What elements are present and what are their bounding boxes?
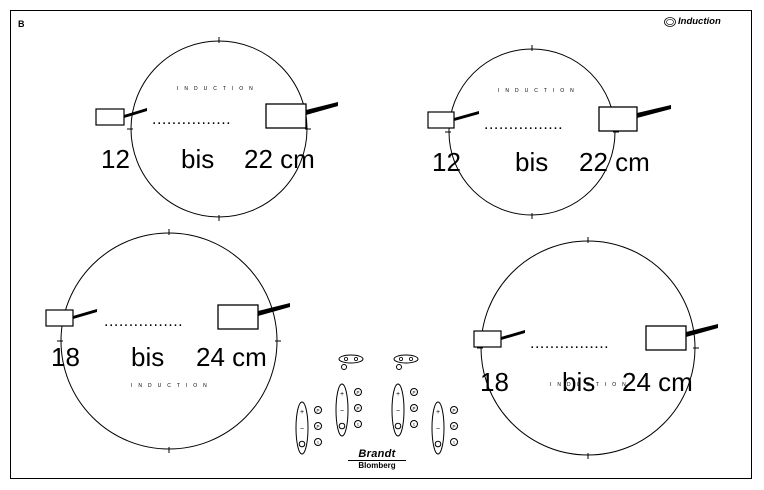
- induction-brand-label: Induction: [678, 16, 721, 27]
- size-word: bis: [131, 342, 165, 372]
- svg-text:P: P: [356, 390, 359, 395]
- svg-text:P: P: [452, 424, 455, 429]
- svg-text:t: t: [453, 440, 455, 445]
- svg-text:t: t: [317, 440, 319, 445]
- svg-text:−: −: [436, 426, 440, 433]
- svg-text:P: P: [412, 390, 415, 395]
- svg-text:t: t: [413, 422, 415, 427]
- brand-logo-line1: Brandt: [358, 448, 396, 460]
- size-max: 22 cm: [244, 144, 315, 174]
- size-min: 18: [51, 342, 80, 372]
- small-pan-icon: [427, 111, 479, 129]
- svg-text:P: P: [412, 406, 415, 411]
- zone-induction-label: INDUCTION: [131, 383, 213, 389]
- size-word: bis: [562, 367, 596, 397]
- svg-text:−: −: [396, 408, 400, 415]
- size-min: 18: [480, 367, 509, 397]
- svg-text:t: t: [357, 422, 359, 427]
- size-range-dots: ................: [530, 335, 610, 352]
- size-word: bis: [515, 147, 549, 177]
- large-pan-icon: [645, 324, 718, 351]
- zone-slider-control[interactable]: + − P P t: [334, 382, 366, 438]
- large-pan-icon: [265, 102, 338, 129]
- zone-slider-control[interactable]: + − P P t: [294, 400, 326, 456]
- small-pan-icon: [95, 108, 147, 126]
- zone-induction-label: INDUCTION: [498, 88, 580, 94]
- key-lock-icon: [338, 354, 364, 370]
- key-lock-icon: [393, 354, 419, 370]
- zone-ring: [127, 37, 311, 221]
- size-range-dots: ................: [152, 111, 232, 128]
- svg-text:−: −: [340, 408, 344, 415]
- zone-ring: [445, 45, 619, 219]
- size-max: 24 cm: [196, 342, 267, 372]
- small-pan-icon: [45, 309, 97, 327]
- size-max: 24 cm: [622, 367, 693, 397]
- svg-text:−: −: [300, 426, 304, 433]
- size-max: 22 cm: [579, 147, 650, 177]
- induction-brand: Induction: [664, 16, 721, 27]
- large-pan-icon: [217, 303, 290, 330]
- zone-ring: [57, 229, 281, 453]
- cooking-zone-bottom-left: INDUCTION: [57, 229, 281, 453]
- zone-induction-label: INDUCTION: [177, 86, 259, 92]
- svg-text:+: +: [436, 409, 440, 416]
- cooking-zone-top-left: INDUCTION: [127, 37, 311, 221]
- size-word: bis: [181, 144, 215, 174]
- zone-induction-label: INDUCTION: [550, 382, 632, 388]
- small-pan-icon: [473, 330, 525, 348]
- size-range-dots: ................: [484, 116, 564, 133]
- zone-slider-control[interactable]: + − P P t: [390, 382, 422, 438]
- svg-text:P: P: [316, 424, 319, 429]
- size-min: 12: [432, 147, 461, 177]
- brand-logo-line2: Blomberg: [348, 460, 406, 470]
- svg-text:+: +: [300, 409, 304, 416]
- zone-slider-control[interactable]: + − P P t: [430, 400, 462, 456]
- svg-text:P: P: [452, 408, 455, 413]
- corner-mark: B: [18, 19, 25, 29]
- cooking-zone-bottom-right: INDUCTION: [477, 237, 699, 459]
- induction-icon: [664, 16, 676, 27]
- svg-text:P: P: [316, 408, 319, 413]
- large-pan-icon: [598, 105, 671, 132]
- zone-ring: [477, 237, 699, 459]
- hob-outline: [10, 10, 752, 479]
- cooking-zone-top-right: INDUCTION: [445, 45, 619, 219]
- svg-text:+: +: [340, 391, 344, 398]
- svg-text:P: P: [356, 406, 359, 411]
- svg-text:+: +: [396, 391, 400, 398]
- size-min: 12: [101, 144, 130, 174]
- size-range-dots: ................: [104, 313, 184, 330]
- brand-logo: Brandt Blomberg: [348, 448, 406, 470]
